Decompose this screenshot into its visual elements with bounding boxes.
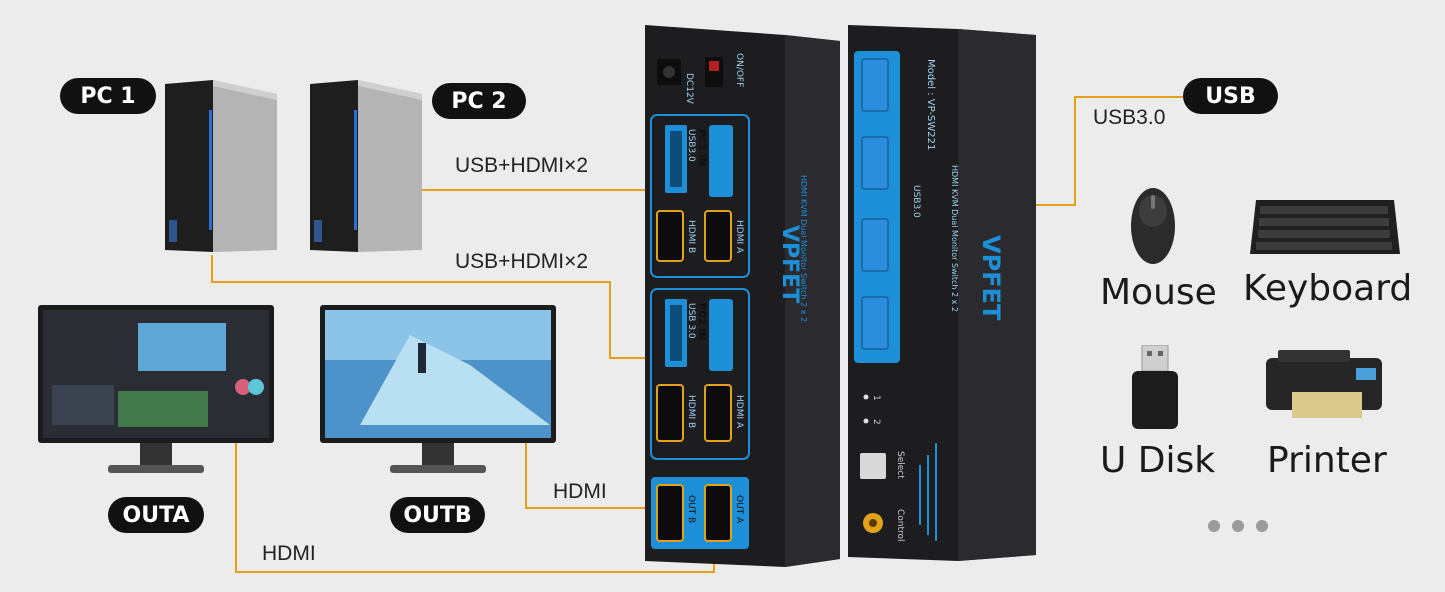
outa-label: OUTA [108,497,204,533]
usb-hdmi-label-2: USB+HDMI×2 [455,250,589,273]
printer-label: Printer [1267,440,1387,481]
monitor-outb [320,305,556,473]
hdmi-outb-label: HDMI [553,480,607,503]
model-label: Model : VP-SW221 [925,59,936,150]
kvm-front-panel: Model : VP-SW221 USB3.0 VPFET HDMI KVM D… [848,25,1036,561]
mouse-label: Mouse [1100,272,1217,313]
usb-hdmi-label-1: USB+HDMI×2 [455,154,589,177]
usb3-line-label: USB3.0 [1093,106,1166,129]
outb-label: OUTB [390,497,485,533]
pc2-in-label: PC2 IN [696,303,707,340]
udisk-label: U Disk [1100,440,1216,481]
more-dots-icon [1208,520,1268,532]
port-2-indicator: 2 [871,419,881,425]
udisk-icon [1132,345,1178,429]
usb30-label-2: USB 3.0 [686,303,696,339]
out-b-label: OUT B [686,495,696,523]
hdmi-b-label-1: HDMI B [686,220,696,253]
usb30-front-label: USB3.0 [911,185,921,218]
mouse-icon [1131,188,1175,264]
printer-icon [1266,350,1382,418]
keyboard-label: Keyboard [1243,268,1413,309]
dc-label: DC12V [684,73,694,105]
hdmi-b-label-2: HDMI B [686,395,696,428]
port-1-indicator: 1 [871,395,881,401]
control-label: Control [895,509,905,542]
monitor-outa [38,305,274,473]
kvm-rear-panel: DC12V ON/OFF PC1 IN USB3.0 HDMI B HDMI A… [645,25,840,567]
title-rear: HDMI KVM Dual Monitor Switch 2 x 2 [799,175,808,322]
out-a-label: OUT A [734,495,744,524]
title-front: HDMI KVM Dual Monitor Switch 2 x 2 [950,165,959,312]
pc1-label: PC 1 [60,78,156,114]
keyboard-icon [1250,200,1400,254]
brand-rear: VPFET [777,225,802,303]
onoff-label: ON/OFF [734,53,744,87]
usb30-label-1: USB3.0 [686,129,696,162]
brand-front: VPFET [977,235,1005,321]
pc2-label: PC 2 [432,83,526,119]
pc1-in-label: PC1 IN [696,129,707,166]
pc1-tower [165,80,277,252]
pc2-tower [310,80,422,252]
hdmi-a-label-1: HDMI A [734,220,744,254]
usb-label: USB [1183,78,1278,114]
select-label: Select [895,451,905,479]
hdmi-a-label-2: HDMI A [734,395,744,429]
hdmi-outa-label: HDMI [262,542,316,565]
